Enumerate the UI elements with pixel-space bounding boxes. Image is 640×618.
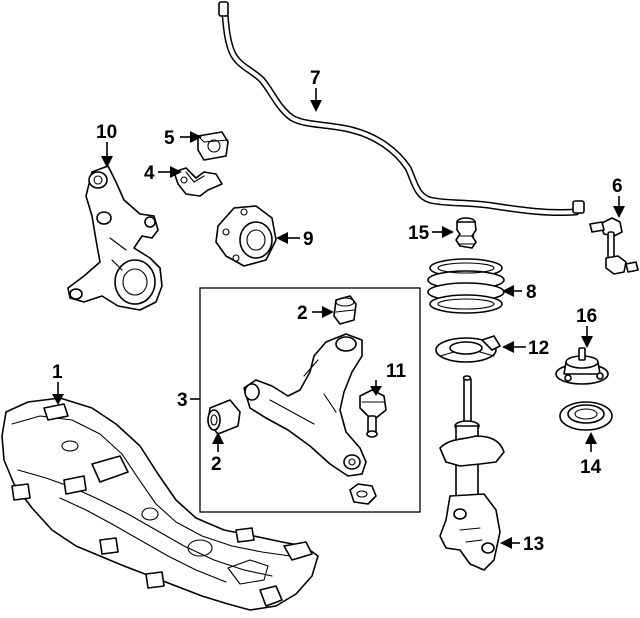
ball-joint [359, 389, 387, 438]
callout-9: 9 [303, 229, 314, 250]
control-arm-bushing-upper [333, 295, 357, 325]
strut-mount [555, 347, 609, 385]
callout-14: 14 [580, 457, 602, 478]
control-arm-bushing-lower [207, 399, 241, 435]
stabilizer-bushing [197, 131, 229, 161]
leader-lines [52, 88, 625, 549]
callout-15: 15 [408, 223, 430, 244]
callout-11: 11 [386, 361, 407, 382]
bump-stop [455, 217, 477, 249]
steering-knuckle [67, 165, 163, 311]
callout-1: 1 [52, 362, 63, 383]
callout-13: 13 [523, 534, 544, 555]
bushing-bracket [173, 167, 223, 197]
control-arm-nut [349, 483, 377, 505]
callout-4: 4 [144, 163, 155, 184]
strut-assembly [439, 375, 505, 571]
spring-seat [435, 335, 501, 363]
stabilizer-link [589, 217, 639, 275]
callout-5: 5 [164, 128, 175, 149]
callout-10: 10 [96, 122, 117, 143]
front-crossmember [1, 397, 319, 611]
callout-7: 7 [310, 68, 321, 89]
callout-3: 3 [177, 390, 188, 411]
mount-bearing [559, 401, 613, 431]
callout-2-lower: 2 [211, 454, 222, 475]
coil-spring [427, 258, 505, 314]
hub-bearing [215, 205, 277, 267]
callout-2-upper: 2 [297, 303, 308, 324]
callout-8: 8 [526, 282, 537, 303]
callout-12: 12 [528, 338, 549, 359]
control-arm-group-box [199, 287, 421, 513]
lower-control-arm [243, 333, 367, 477]
callout-6: 6 [612, 176, 623, 197]
stabilizer-bar [218, 1, 585, 217]
callout-labels: 1 2 2 3 4 5 6 7 8 9 10 11 12 13 14 15 16 [52, 68, 623, 555]
callout-16: 16 [576, 306, 597, 327]
